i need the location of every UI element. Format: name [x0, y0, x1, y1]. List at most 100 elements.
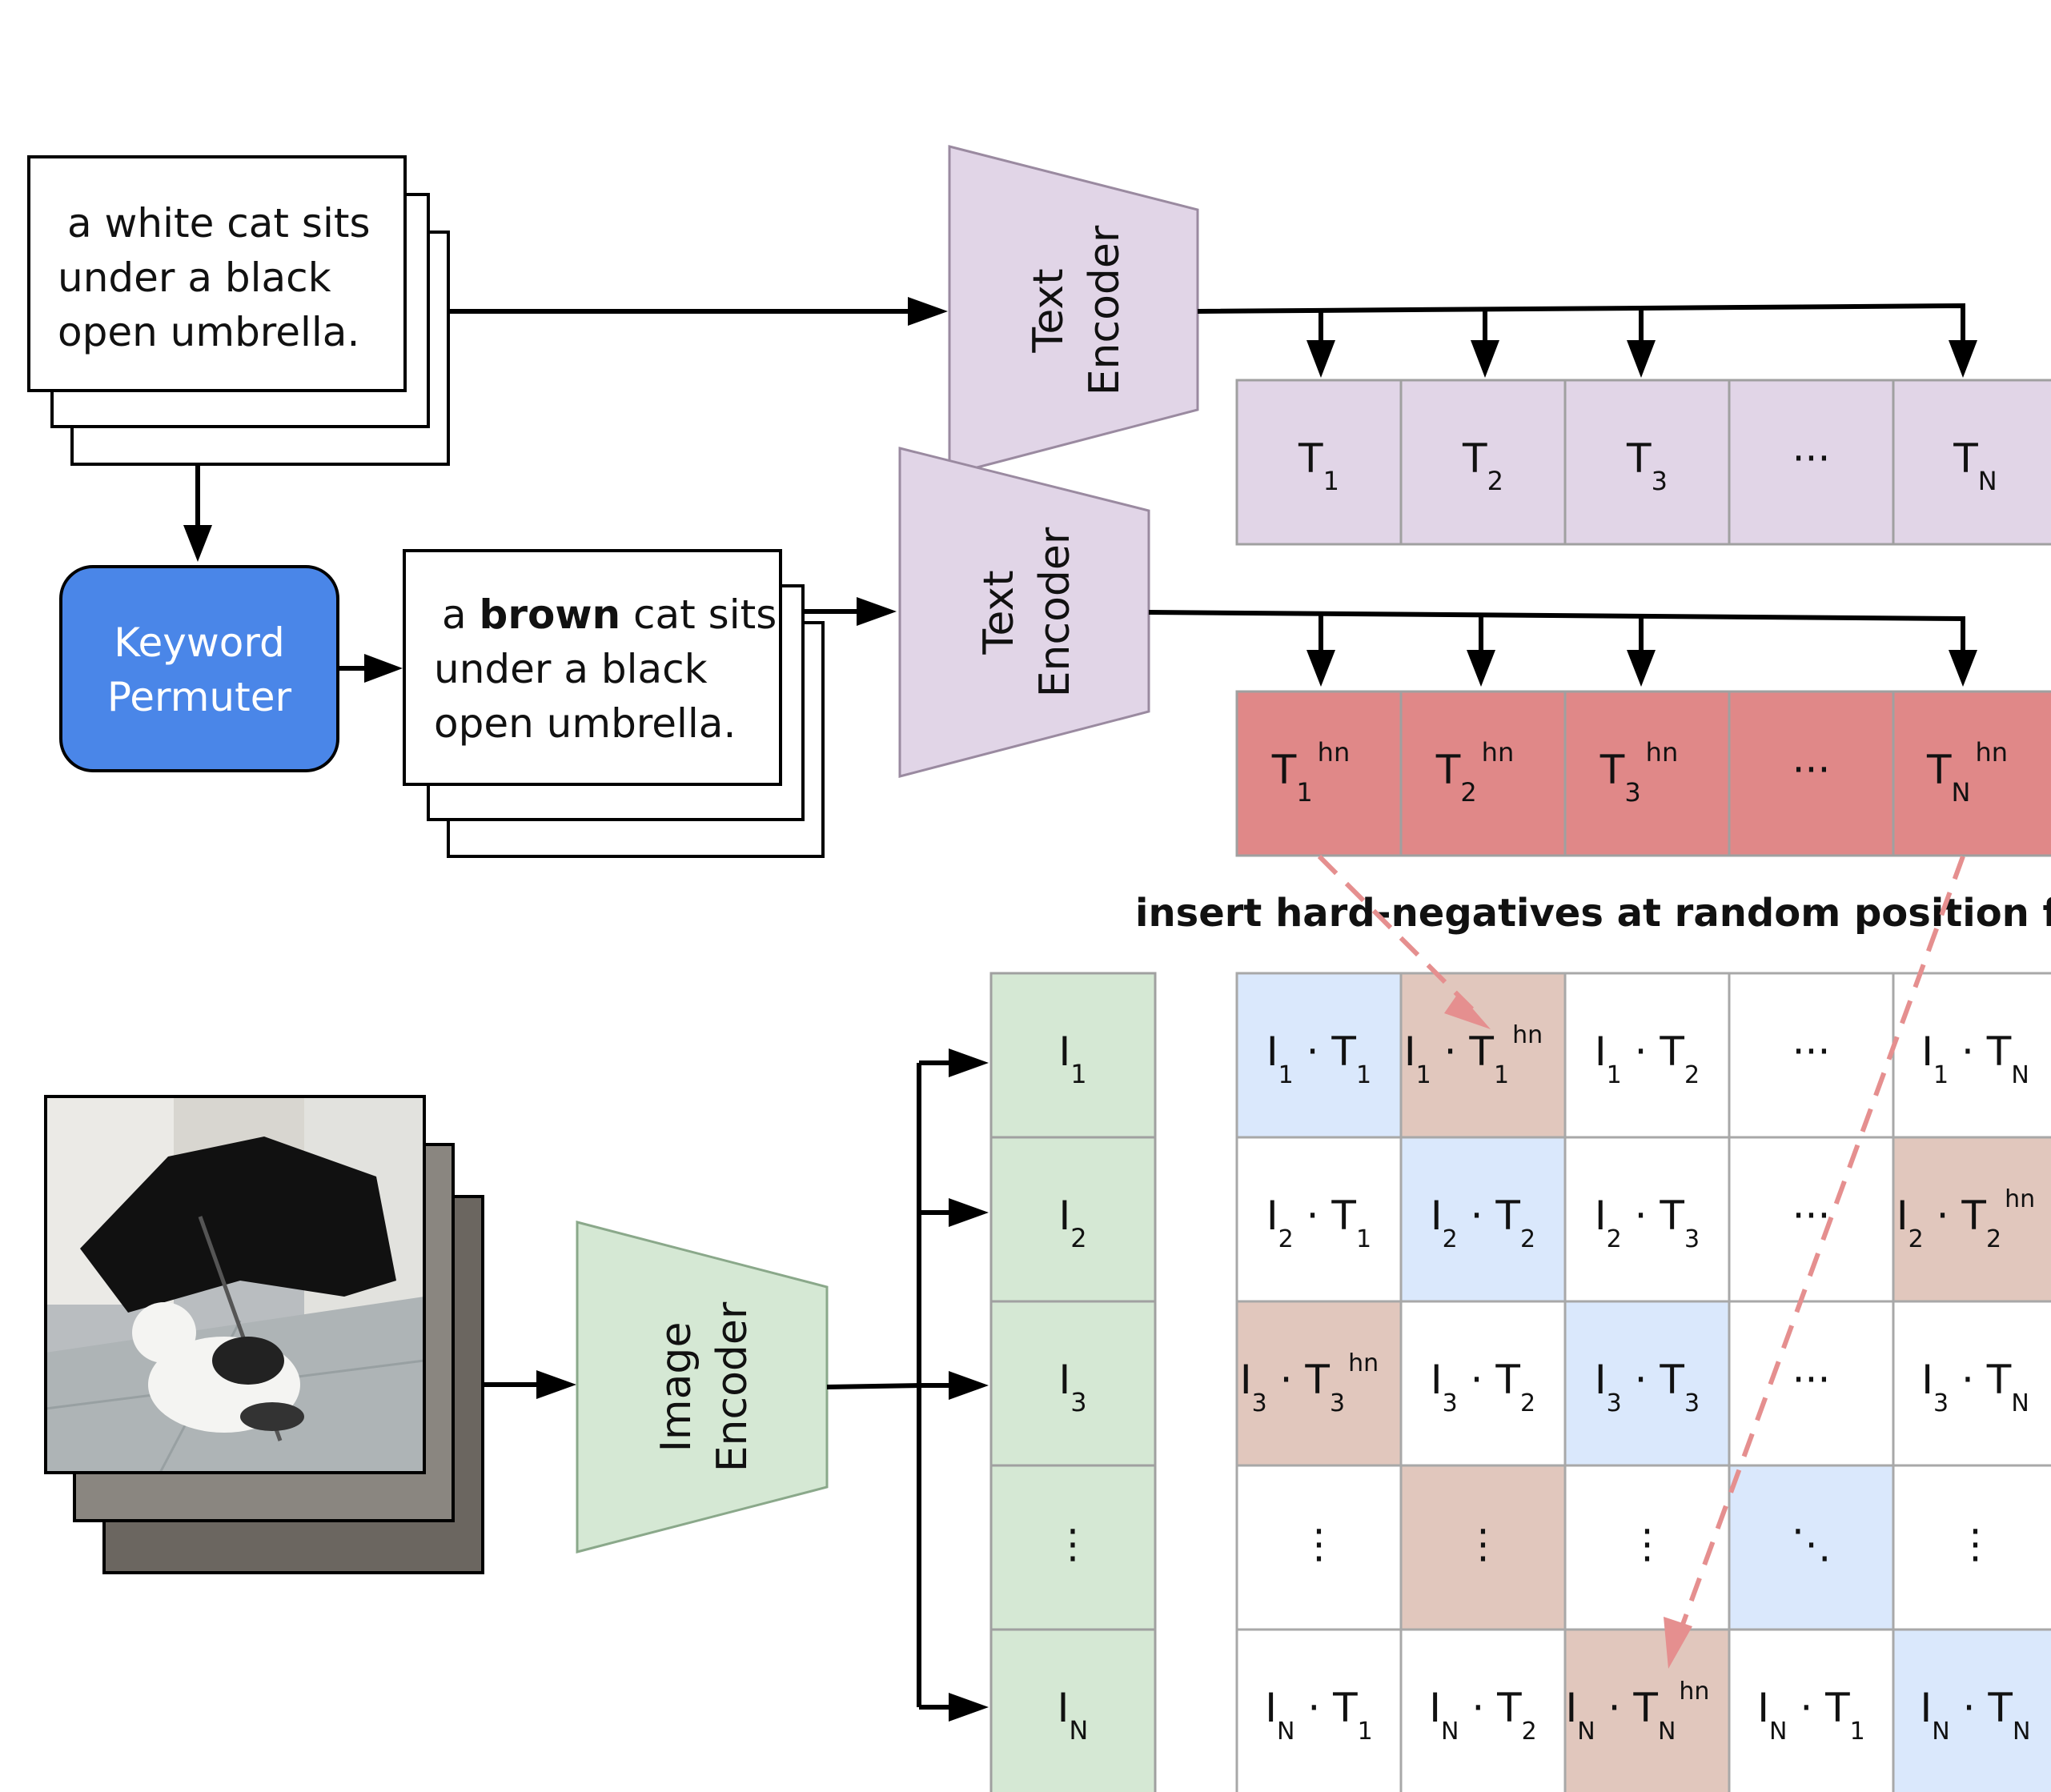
hard-negative-embedding-cell: T3hn — [1563, 690, 1731, 857]
arrow-caption-to-permuter — [183, 464, 212, 562]
matrix-cell-image: I — [1429, 1685, 1441, 1731]
matrix-cell-image: I — [1431, 1193, 1443, 1239]
matrix-cell-text-index: 1 — [1356, 1061, 1371, 1089]
text-encoder-bottom: Text Encoder — [898, 447, 1150, 778]
image-embedding-label: I3 — [1058, 1357, 1086, 1417]
matrix-cell-text-index: 1 — [1494, 1061, 1509, 1089]
matrix-cell-bg — [1892, 1136, 2051, 1303]
matrix-cell: I3 · T3 — [1563, 1300, 1731, 1467]
hard-negative-embedding-sub: N — [1952, 777, 1971, 808]
image-encoder: Image Encoder — [576, 1221, 829, 1553]
matrix-cell-bg — [1399, 1628, 1567, 1792]
matrix-cell: I2 · T2 — [1399, 1136, 1567, 1303]
matrix-cell: I1 · TN — [1892, 972, 2051, 1139]
matrix-cell-bg — [1399, 1464, 1567, 1631]
matrix-cell-text: ⋮ — [1463, 1521, 1503, 1567]
image-embedding-sub: 3 — [1070, 1387, 1086, 1417]
matrix-cell-text-index: 1 — [1356, 1225, 1371, 1253]
matrix-cell-image: I — [1431, 1357, 1443, 1403]
text-embedding-cell: TN — [1892, 379, 2051, 546]
matrix-cell-label: I3 · T3 — [1595, 1357, 1700, 1417]
matrix-cell-image-index: 3 — [1933, 1389, 1949, 1417]
permuted-caption-stack: a brown cat sits under a black open umbr… — [403, 549, 825, 858]
text-embedding-label: T1 — [1298, 435, 1339, 496]
matrix-cell: IN · TNhn — [1563, 1628, 1731, 1792]
hard-negative-embedding-sup: hn — [1482, 737, 1515, 768]
caption-stack-front-card — [27, 155, 407, 392]
matrix-cell-label: ⋮ — [1299, 1521, 1339, 1567]
dashed-arrowhead-rowN — [1664, 1617, 1692, 1669]
matrix-cell-label: I3 · T3hn — [1240, 1349, 1379, 1417]
text-embedding-sub: 3 — [1652, 466, 1668, 496]
matrix-cell-image: I — [1896, 1193, 1909, 1239]
original-caption-line2: under a black — [58, 255, 331, 301]
original-caption-stack: a white cat sits under a black open umbr… — [27, 155, 450, 466]
text-encoder-top: Text Encoder — [948, 145, 1199, 476]
image-embedding-label: I2 — [1058, 1193, 1086, 1253]
matrix-cell-label: I1 · TN — [1921, 1028, 2029, 1089]
hard-negative-embedding-cell-bg — [1892, 690, 2051, 857]
matrix-cell-label: I2 · T1 — [1266, 1193, 1371, 1253]
image-embedding-cell-bg — [989, 1464, 1157, 1631]
matrix-cell-label: ⋮ — [1956, 1521, 1996, 1567]
matrix-cell-text-index: N — [1658, 1718, 1676, 1746]
matrix-cell-image-index: N — [1277, 1718, 1294, 1746]
text-encoder-bottom-line2: Encoder — [1031, 527, 1079, 697]
matrix-cell-text-symbol: · T — [1458, 1193, 1521, 1239]
hard-negative-embedding-cell: T2hn — [1399, 690, 1567, 857]
image-embedding-sub: 2 — [1070, 1223, 1086, 1253]
image-embedding-main: ⋮ — [1053, 1521, 1093, 1567]
image-embedding-cell-bg — [989, 1628, 1157, 1792]
arrows-text-encoder-to-hardnegatives — [1148, 610, 1977, 687]
image-embedding-sub: N — [1069, 1715, 1088, 1746]
matrix-cell-text-symbol: · T — [1787, 1685, 1850, 1731]
matrix-cell-label: IN · TN — [1921, 1685, 2031, 1746]
matrix-cell-text-index: 2 — [1520, 1389, 1535, 1417]
matrix-cell: I1 · T1 — [1235, 972, 1403, 1139]
matrix-cell: IN · T1 — [1235, 1628, 1403, 1792]
matrix-cell-label: I3 · T2 — [1431, 1357, 1535, 1417]
matrix-cell-bg — [1399, 1136, 1567, 1303]
matrix-cell-text-symbol: · T — [1294, 1028, 1357, 1075]
text-embedding-label: ··· — [1792, 435, 1831, 482]
matrix-cell-image-index: 1 — [1933, 1061, 1949, 1089]
matrix-cell-label: IN · T1 — [1265, 1685, 1373, 1746]
matrix-cell-text-symbol: · T — [1924, 1193, 1987, 1239]
matrix-cell-image: I — [1240, 1357, 1252, 1403]
permuted-caption-keyword: brown — [480, 591, 621, 638]
matrix-cell-text: ⋮ — [1956, 1521, 1996, 1567]
text-embedding-sub: 2 — [1487, 466, 1503, 496]
matrix-cell: I1 · T2 — [1563, 972, 1731, 1139]
matrix-cell-text-symbol: · T — [1622, 1357, 1685, 1403]
image-embedding-cell-bg — [989, 972, 1157, 1139]
hard-negative-embedding-sub: 2 — [1460, 777, 1476, 808]
arrow-permuter-to-permuted-caption — [338, 654, 403, 683]
matrix-cell-image: I — [1921, 1028, 1933, 1075]
matrix-cell-label: I2 · T3 — [1595, 1193, 1700, 1253]
matrix-cell-text-symbol: · T — [1459, 1685, 1522, 1731]
dashed-arrowhead-row1 — [1444, 992, 1491, 1029]
matrix-cell-image-index: 1 — [1607, 1061, 1622, 1089]
matrix-cell-image: I — [1265, 1685, 1277, 1731]
hard-negative-embedding-cell-bg — [1563, 690, 1731, 857]
hard-negative-embedding-label: ··· — [1792, 747, 1831, 793]
matrix-cell: I3 · TN — [1892, 1300, 2051, 1467]
text-embedding-cell-bg — [1563, 379, 1731, 546]
matrix-cell-text-symbol: · T — [1595, 1685, 1659, 1731]
matrix-cell: ⋮ — [1563, 1464, 1731, 1631]
image-stack-front-frame — [44, 1095, 426, 1474]
arrow-image-to-encoder — [483, 1370, 576, 1399]
image-embedding-label: ⋮ — [1053, 1521, 1093, 1567]
hard-negative-embedding-cell: ··· — [1728, 690, 1895, 857]
matrix-cell-image: I — [1566, 1685, 1578, 1731]
matrix-cell-text-symbol: · T — [1622, 1193, 1685, 1239]
image-embedding-main: I — [1058, 1685, 1070, 1731]
hard-negative-embedding-main: T — [1926, 747, 1952, 793]
matrix-cell-hardneg-mark: hn — [1348, 1349, 1379, 1377]
hard-negative-label-text: insert hard-negatives at random position… — [1135, 891, 2051, 936]
matrix-cell-text: ⋮ — [1299, 1521, 1339, 1567]
matrix-cell-label: I2 · T2 — [1431, 1193, 1535, 1253]
matrix-cell: ⋮ — [1892, 1464, 2051, 1631]
hard-negative-embedding-label: TNhn — [1926, 737, 2008, 808]
